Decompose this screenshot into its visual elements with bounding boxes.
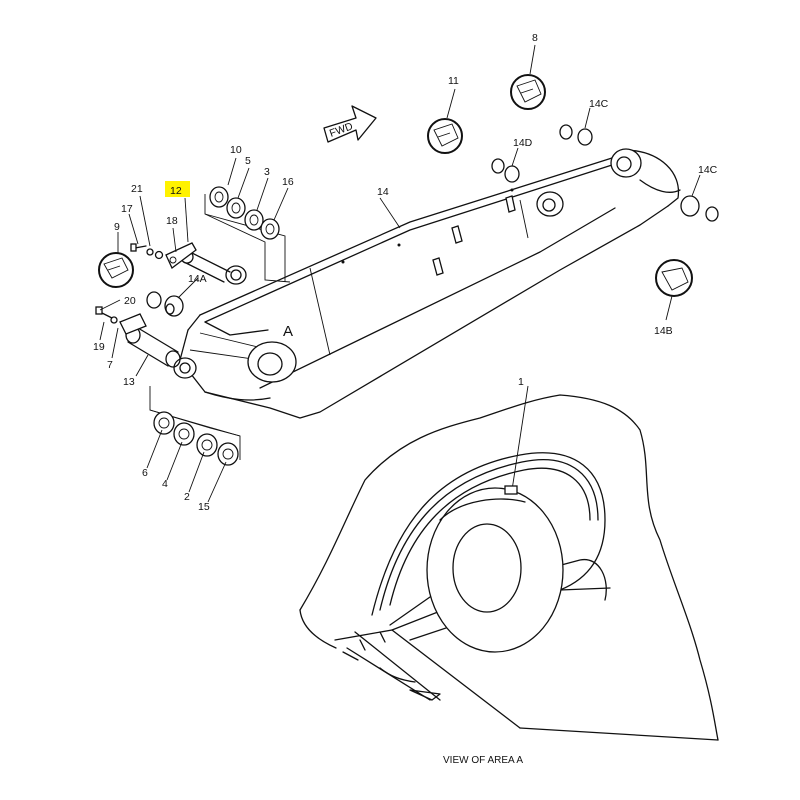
grease-fitting-1: [504, 485, 518, 495]
part-label: 14C: [698, 164, 718, 176]
part-label: 14A: [188, 273, 207, 285]
part-label: 21: [131, 183, 143, 195]
plate-12: [165, 242, 197, 270]
washer-20: [110, 316, 118, 324]
part-label: 2: [184, 491, 190, 503]
part-label: 11: [448, 75, 459, 87]
bolt-19: [95, 306, 113, 319]
part-label: 19: [93, 341, 105, 353]
washer-12-small: [154, 250, 164, 260]
part-label: 8: [532, 32, 538, 44]
boom-cylinder-bore: [542, 198, 556, 212]
boom-lug-bore: [230, 269, 242, 281]
forward-arrow-icon: FWD: [323, 105, 377, 143]
part-label: 4: [162, 478, 168, 490]
detail-circle-9: [98, 252, 134, 288]
part-label: 14B: [654, 325, 673, 337]
part-label: 9: [114, 221, 120, 233]
part-label: 20: [124, 295, 136, 307]
boom-slot: [451, 225, 463, 244]
plate-7: [119, 313, 147, 335]
bushing-14c-nose: [680, 195, 700, 217]
boom-foot-pin-face: [426, 487, 564, 653]
detail-circle-8: [510, 74, 546, 110]
part-label: 16: [282, 176, 294, 188]
boom-lower-bore: [179, 362, 191, 374]
part-label: 6: [142, 467, 148, 479]
part-label: 10: [230, 144, 242, 156]
part-label: 14D: [513, 137, 533, 149]
boom-slot: [505, 195, 516, 213]
shim-group-lower: [149, 386, 241, 466]
washer-21: [146, 248, 154, 256]
detail-circle-14b: [655, 259, 693, 297]
part-label: 3: [264, 166, 270, 178]
seal-ring-mid: [491, 158, 505, 174]
part-label: 14: [377, 186, 389, 198]
part-label: 18: [166, 215, 178, 227]
part-label-highlighted: 12: [170, 185, 182, 197]
boom: [173, 148, 681, 419]
seal-ring-nose: [705, 206, 719, 222]
detail-circle-11: [427, 118, 463, 154]
view-caption: VIEW OF AREA A: [443, 755, 523, 766]
part-label: 17: [121, 203, 133, 215]
part-label: 14C: [589, 98, 609, 110]
bushing-14d: [504, 165, 520, 183]
boom-slot: [432, 257, 444, 276]
pin-13: [125, 326, 181, 368]
bushing-14c-upper: [577, 128, 593, 146]
detail-view-area-a: [299, 394, 719, 741]
shim-group-upper: [204, 186, 291, 283]
part-label: 15: [198, 501, 210, 513]
seal-ring-upper: [559, 124, 573, 140]
part-label: 5: [245, 155, 251, 167]
part-highlight: [165, 181, 190, 197]
part-labels: 1 2 3 4 5 6 7 8 9 10 11 12 13 14 14A 14B…: [93, 32, 718, 513]
boom-nose-bore: [616, 156, 632, 172]
part-label: 1: [518, 376, 524, 388]
boom-foot-bore: [257, 352, 283, 376]
part-label: 7: [107, 359, 113, 371]
view-marker: A: [283, 323, 293, 340]
bolt-17: [130, 243, 147, 252]
part-label: 13: [123, 376, 135, 388]
bushing-14a: [164, 295, 184, 317]
seal-ring-20: [146, 291, 162, 309]
